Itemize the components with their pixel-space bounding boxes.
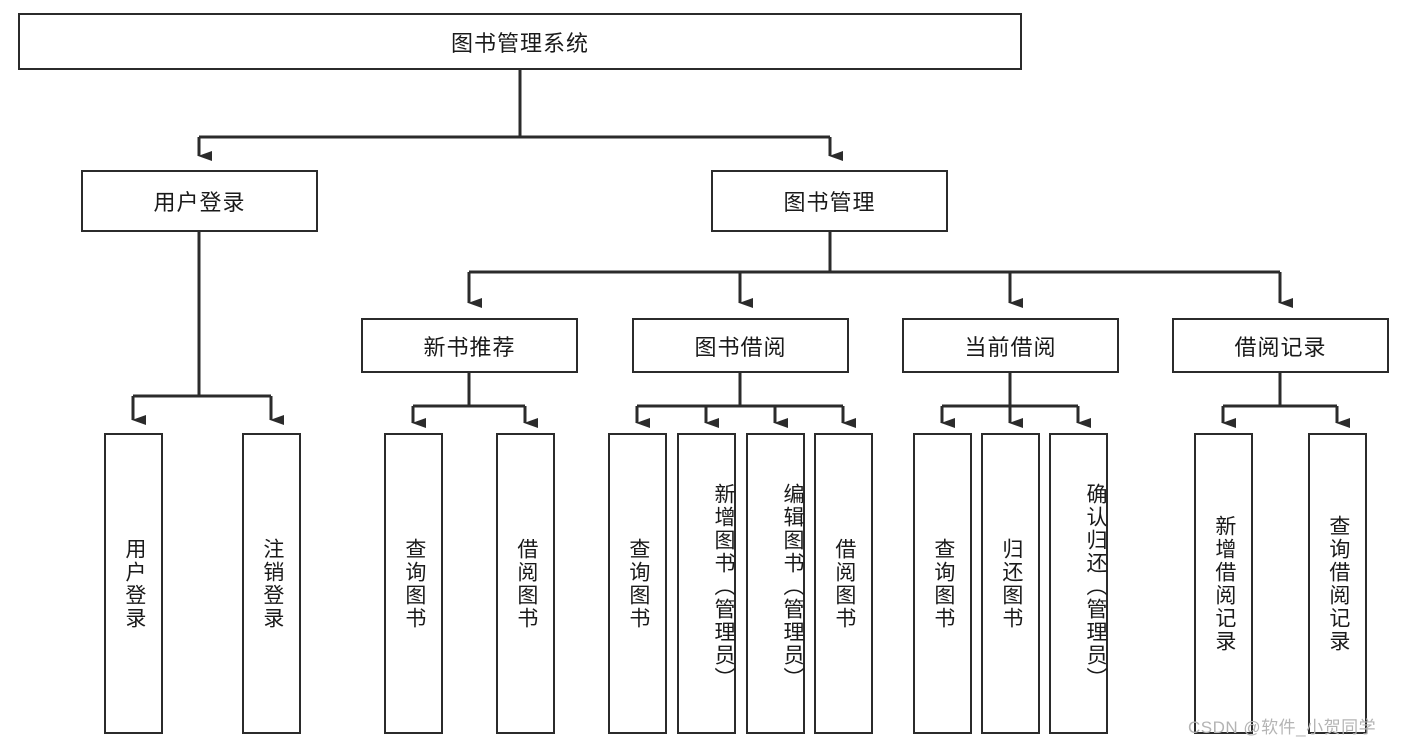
node-new-book-recommend[interactable]: 新书推荐 [361,318,578,373]
leaf-query-book-recommend[interactable]: 查询图书 [384,433,443,734]
node-book-borrow[interactable]: 图书借阅 [632,318,849,373]
leaf-borrow-book-recommend[interactable]: 借阅图书 [496,433,555,734]
leaf-user-login[interactable]: 用户登录 [104,433,163,734]
leaf-add-borrow-record[interactable]: 新增借阅记录 [1194,433,1253,734]
leaf-edit-book-admin[interactable]: 编辑图书（管理员） [746,433,805,734]
leaf-user-logout[interactable]: 注销登录 [242,433,301,734]
leaf-query-borrow-record[interactable]: 查询借阅记录 [1308,433,1367,734]
node-user-login[interactable]: 用户登录 [81,170,318,232]
leaf-query-book-borrow[interactable]: 查询图书 [608,433,667,734]
node-current-borrow[interactable]: 当前借阅 [902,318,1119,373]
leaf-add-book-admin[interactable]: 新增图书（管理员） [677,433,736,734]
node-root-system[interactable]: 图书管理系统 [18,13,1022,70]
leaf-return-book[interactable]: 归还图书 [981,433,1040,734]
node-book-management[interactable]: 图书管理 [711,170,948,232]
leaf-query-book-current[interactable]: 查询图书 [913,433,972,734]
leaf-borrow-book[interactable]: 借阅图书 [814,433,873,734]
node-borrow-record[interactable]: 借阅记录 [1172,318,1389,373]
watermark-text: CSDN @软件_小贺同学 [1188,718,1377,737]
leaf-confirm-return-admin[interactable]: 确认归还（管理员） [1049,433,1108,734]
